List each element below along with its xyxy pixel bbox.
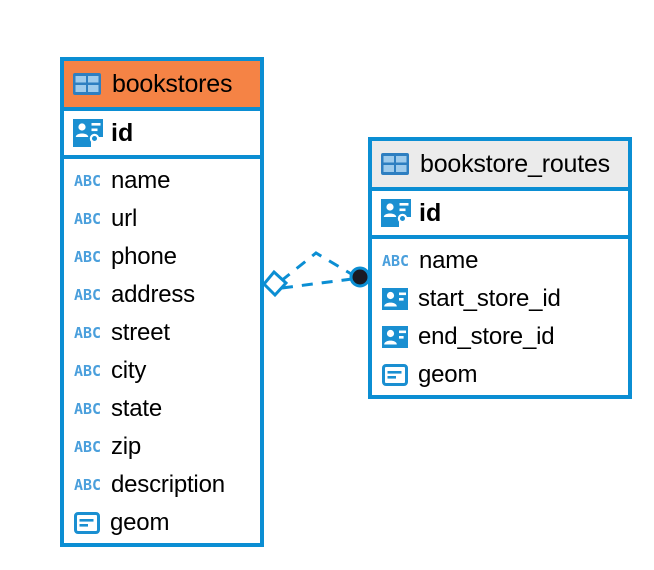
entity-title: bookstores [112, 69, 233, 98]
field-list: ABC name start_store_id [372, 239, 628, 394]
abc-icon: ABC [74, 361, 102, 380]
field-row-zip[interactable]: ABC zip [64, 428, 260, 466]
field-label: start_store_id [418, 285, 561, 312]
abc-icon: ABC [74, 171, 102, 190]
entity-title: bookstore_routes [420, 149, 610, 178]
field-label: geom [418, 361, 478, 388]
primary-key-row[interactable]: id [64, 111, 260, 159]
abc-icon: ABC [74, 285, 102, 304]
abc-icon: ABC [74, 399, 102, 418]
field-row-street[interactable]: ABC street [64, 314, 260, 352]
abc-icon: ABC [74, 323, 102, 342]
field-label: name [111, 167, 171, 194]
field-label: address [111, 281, 195, 308]
field-label: state [111, 395, 163, 422]
field-row-phone[interactable]: ABC phone [64, 238, 260, 276]
geometry-icon [74, 512, 100, 534]
field-label: name [419, 247, 479, 274]
entity-table-bookstores[interactable]: bookstores id ABC name [60, 57, 264, 547]
field-row-url[interactable]: ABC url [64, 200, 260, 238]
field-label: city [111, 357, 147, 384]
field-row-address[interactable]: ABC address [64, 276, 260, 314]
field-list: ABC name ABC url ABC phone ABC address A… [64, 159, 260, 542]
filled-circle-marker-icon [349, 266, 371, 288]
field-label: end_store_id [418, 323, 555, 350]
table-icon [73, 73, 101, 95]
entity-header: bookstores [64, 61, 260, 111]
field-label: geom [110, 509, 170, 536]
relationship-line-arc [280, 251, 354, 283]
abc-icon: ABC [74, 247, 102, 266]
field-row-geom[interactable]: geom [372, 356, 628, 394]
field-label: phone [111, 243, 177, 270]
primary-key-icon [73, 119, 103, 147]
primary-key-icon [381, 199, 411, 227]
table-icon [381, 153, 409, 175]
geometry-icon [382, 364, 408, 386]
field-label: street [111, 319, 170, 346]
abc-icon: ABC [74, 437, 102, 456]
entity-table-bookstore-routes[interactable]: bookstore_routes id ABC name [368, 137, 632, 399]
field-row-end-store-id[interactable]: end_store_id [372, 318, 628, 356]
abc-icon: ABC [382, 251, 410, 270]
primary-key-label: id [111, 118, 134, 147]
entity-header: bookstore_routes [372, 141, 628, 191]
relationship-line-straight [281, 277, 353, 290]
field-row-state[interactable]: ABC state [64, 390, 260, 428]
foreign-key-icon [382, 326, 408, 348]
field-row-name[interactable]: ABC name [64, 162, 260, 200]
abc-icon: ABC [74, 209, 102, 228]
foreign-key-icon [382, 288, 408, 310]
field-row-name[interactable]: ABC name [372, 242, 628, 280]
field-label: zip [111, 433, 142, 460]
primary-key-label: id [419, 198, 442, 227]
primary-key-row[interactable]: id [372, 191, 628, 239]
field-label: url [111, 205, 138, 232]
field-row-start-store-id[interactable]: start_store_id [372, 280, 628, 318]
field-row-city[interactable]: ABC city [64, 352, 260, 390]
field-label: description [111, 471, 225, 498]
diamond-marker-icon [261, 269, 289, 298]
field-row-geom[interactable]: geom [64, 504, 260, 542]
field-row-description[interactable]: ABC description [64, 466, 260, 504]
abc-icon: ABC [74, 475, 102, 494]
